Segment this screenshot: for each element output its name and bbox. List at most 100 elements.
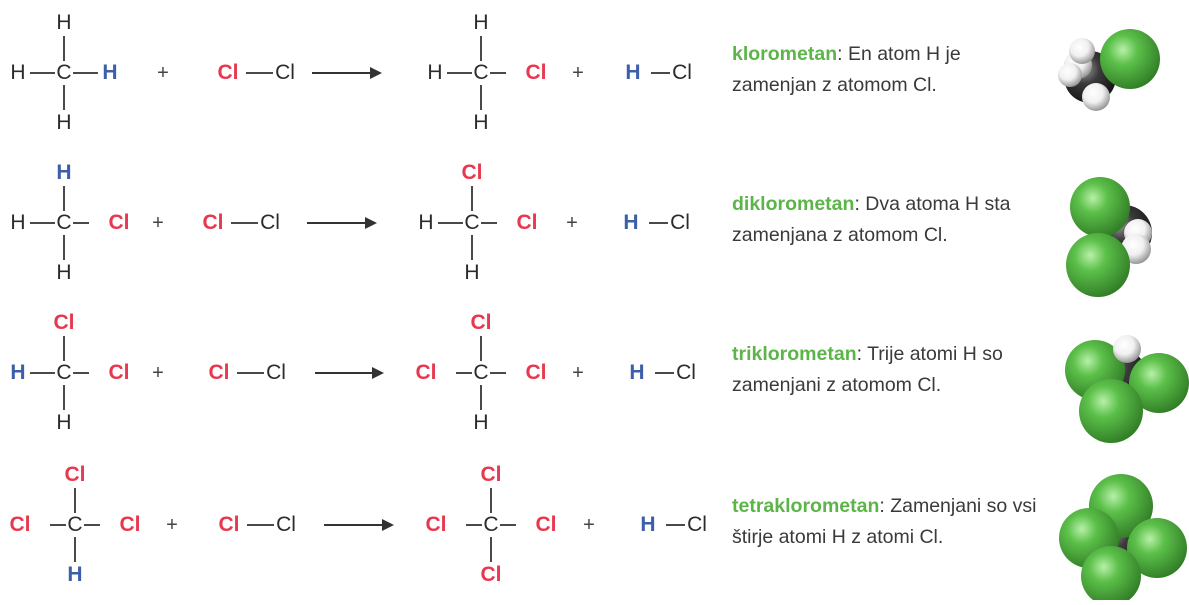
reaction-arrow <box>324 519 394 531</box>
plus-sign: + <box>572 62 584 84</box>
reactant-bond-bottom <box>74 537 76 562</box>
plus-sign: + <box>572 362 584 384</box>
hcl-atom-1: H <box>640 513 656 536</box>
description-text: : Trije atomi H so zamenjani z atomom Cl… <box>732 343 1003 396</box>
reactant-atom-right: H <box>102 61 118 84</box>
space-filling-model <box>1052 25 1162 120</box>
reactant-bond-top <box>63 186 65 211</box>
reactant-atom-left: H <box>10 61 26 84</box>
hcl-bond <box>649 222 668 224</box>
reactant-bond-right <box>73 222 89 224</box>
plus-sign: + <box>152 212 164 234</box>
reactant-carbon: C <box>56 211 72 234</box>
reactant-bond-bottom <box>63 385 65 410</box>
plus-sign: + <box>152 362 164 384</box>
chlorine-bond <box>231 222 258 224</box>
product-bond-right <box>481 222 497 224</box>
reactant-bond-left <box>30 222 55 224</box>
hcl-atom-1: H <box>625 61 641 84</box>
hcl-bond <box>651 72 670 74</box>
description-text: : Zamenjani so vsi štirje atomi H z atom… <box>732 495 1037 548</box>
reactant-atom-bottom: H <box>56 111 72 134</box>
reactant-atom-top: H <box>56 161 72 184</box>
reactant-atom-top: H <box>56 11 72 34</box>
product-atom-top: Cl <box>470 311 492 334</box>
reactant-bond-right <box>84 524 100 526</box>
plus-sign: + <box>157 62 169 84</box>
description: tetraklorometan: Zamenjani so vsi štirje… <box>732 491 1042 553</box>
product-bond-right <box>500 524 516 526</box>
product-bond-bottom <box>490 537 492 562</box>
product-atom-top: Cl <box>480 463 502 486</box>
chlorine-atom-1: Cl <box>217 61 239 84</box>
reactant-atom-left: Cl <box>9 513 31 536</box>
description-text: : Dva atoma H sta zamenjana z atomom Cl. <box>732 193 1011 246</box>
plus-sign: + <box>583 514 595 536</box>
space-filling-model <box>1055 472 1189 605</box>
reactant-atom-bottom: H <box>67 563 83 586</box>
reactant-bond-bottom <box>63 85 65 110</box>
product-bond-left <box>466 524 482 526</box>
reactant-atom-top: Cl <box>64 463 86 486</box>
chlorine-atom-1: Cl <box>218 513 240 536</box>
product-bond-top <box>471 186 473 211</box>
compound-name: diklorometan <box>732 193 855 215</box>
reactant-atom-right: Cl <box>108 211 130 234</box>
product-carbon: C <box>473 61 489 84</box>
product-bond-bottom <box>480 385 482 410</box>
reactant-carbon: C <box>56 61 72 84</box>
reaction-arrow <box>307 217 377 229</box>
reactant-bond-top <box>63 336 65 361</box>
hcl-atom-1: H <box>629 361 645 384</box>
product-bond-top <box>480 36 482 61</box>
product-bond-bottom <box>480 85 482 110</box>
reactant-atom-right: Cl <box>108 361 130 384</box>
reactant-atom-left: H <box>10 211 26 234</box>
compound-name: klorometan <box>732 43 838 65</box>
reactant-bond-right <box>73 72 98 74</box>
product-bond-right <box>490 72 506 74</box>
reactant-atom-bottom: H <box>56 411 72 434</box>
product-bond-bottom <box>471 235 473 260</box>
reactant-carbon: C <box>56 361 72 384</box>
reaction-arrow <box>315 367 384 379</box>
hcl-atom-2: Cl <box>670 211 690 234</box>
hcl-atom-2: Cl <box>687 513 707 536</box>
reactant-bond-left <box>30 372 55 374</box>
description-text: : En atom H je zamenjan z atomom Cl. <box>732 43 961 96</box>
product-atom-bottom: H <box>464 261 480 284</box>
product-carbon: C <box>464 211 480 234</box>
reaction-arrow <box>312 67 382 79</box>
chlorine-atom-2: Cl <box>276 513 296 536</box>
reactant-bond-left <box>50 524 66 526</box>
compound-name: tetraklorometan <box>732 495 880 517</box>
compound-name: triklorometan <box>732 343 857 365</box>
reactant-atom-bottom: H <box>56 261 72 284</box>
product-atom-right: Cl <box>525 361 547 384</box>
product-carbon: C <box>483 513 499 536</box>
chlorine-atom-1: Cl <box>208 361 230 384</box>
description: diklorometan: Dva atoma H sta zamenjana … <box>732 189 1042 251</box>
product-atom-right: Cl <box>525 61 547 84</box>
product-atom-left: H <box>418 211 434 234</box>
product-atom-right: Cl <box>535 513 557 536</box>
product-atom-right: Cl <box>516 211 538 234</box>
product-bond-left <box>456 372 472 374</box>
reactant-atom-left: H <box>10 361 26 384</box>
product-atom-bottom: H <box>473 111 489 134</box>
product-bond-top <box>480 336 482 361</box>
chlorine-bond <box>247 524 274 526</box>
chlorine-atom-2: Cl <box>266 361 286 384</box>
chlorine-atom-1: Cl <box>202 211 224 234</box>
product-atom-left: H <box>427 61 443 84</box>
chlorine-atom-2: Cl <box>260 211 280 234</box>
space-filling-model <box>1055 325 1189 450</box>
reactant-bond-top <box>74 488 76 513</box>
product-bond-right <box>490 372 506 374</box>
product-atom-top: Cl <box>461 161 483 184</box>
chlorine-bond <box>246 72 273 74</box>
